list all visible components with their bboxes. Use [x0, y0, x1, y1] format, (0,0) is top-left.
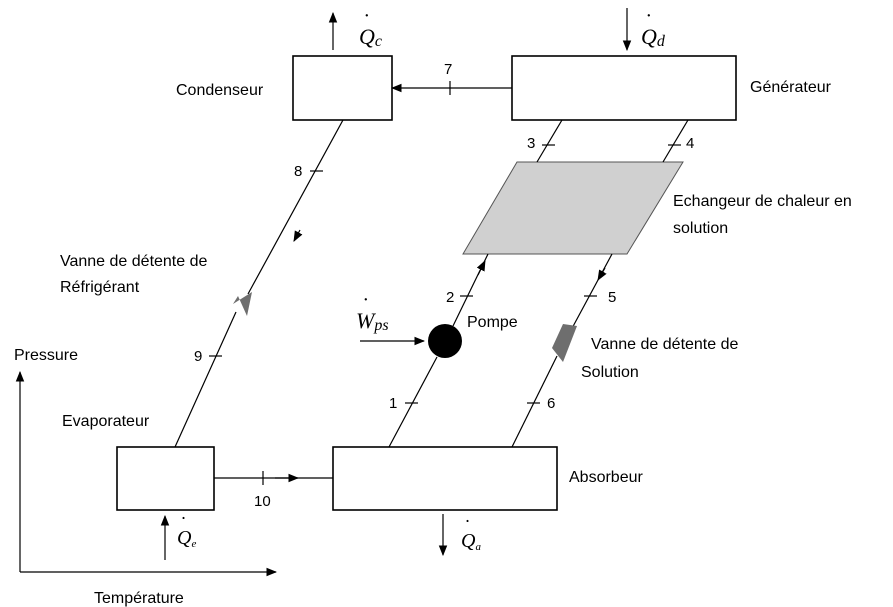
absorber-box [332, 446, 558, 511]
qc-dot: · [364, 5, 369, 27]
stream-8-arrow [293, 229, 303, 242]
stream-9-line [174, 311, 237, 448]
qa-dot: · [465, 511, 470, 531]
wps-dot: · [363, 289, 368, 311]
pump-label: Pompe [467, 314, 518, 331]
generator-box [511, 55, 737, 121]
qa-label: Qa [461, 530, 481, 553]
solution-valve-label-line1: Vanne de détente de [591, 336, 738, 353]
exchanger-label-line1: Echangeur de chaleur en [673, 193, 852, 210]
stream-1-line [388, 356, 438, 448]
temperature-axis-label: Température [94, 590, 184, 607]
stream-3-line [536, 119, 563, 163]
pressure-axis-label: Pressure [14, 347, 78, 364]
refrigerant-expansion-valve [233, 292, 252, 316]
exchanger-label-line2: solution [673, 220, 728, 237]
state-point-2: 2 [446, 289, 454, 306]
state-point-3: 3 [527, 135, 535, 152]
solution-expansion-valve [552, 324, 577, 362]
solution-valve-label-line2: Solution [581, 364, 639, 381]
qd-label: Qd [641, 24, 666, 50]
stream-5-arrow [597, 267, 607, 281]
evaporator-label: Evaporateur [62, 413, 150, 430]
refrigerant-valve-label-line2: Réfrigérant [60, 279, 140, 296]
pressure-temperature-axes: Pressure Température [14, 347, 278, 607]
qe-dot: · [181, 508, 186, 528]
evaporator-box [116, 446, 215, 511]
state-point-1: 1 [389, 395, 397, 412]
solution-heat-exchanger [462, 161, 684, 255]
qd-dot: · [646, 5, 651, 27]
state-point-4: 4 [686, 135, 694, 152]
stream-6-line [511, 355, 558, 448]
qc-label: Qc [359, 24, 382, 50]
state-point-7: 7 [444, 61, 452, 78]
state-point-9: 9 [194, 348, 202, 365]
wps-label: Wps [356, 308, 389, 334]
stream-8-line [247, 119, 344, 295]
state-point-6: 6 [547, 395, 555, 412]
stream-4-line [662, 119, 689, 163]
refrigerant-valve-label-line1: Vanne de détente de [60, 253, 207, 270]
pump [428, 324, 462, 358]
stream-5-line [569, 253, 613, 333]
absorber-label: Absorbeur [569, 469, 643, 486]
stream-2-arrow [476, 260, 486, 276]
state-point-8: 8 [294, 163, 302, 180]
state-point-5: 5 [608, 289, 616, 306]
state-point-10: 10 [254, 493, 271, 510]
qe-label: Qe [177, 527, 196, 550]
condenser-label: Condenseur [176, 82, 264, 99]
generator-label: Générateur [750, 79, 832, 96]
condenser-box [292, 55, 393, 121]
